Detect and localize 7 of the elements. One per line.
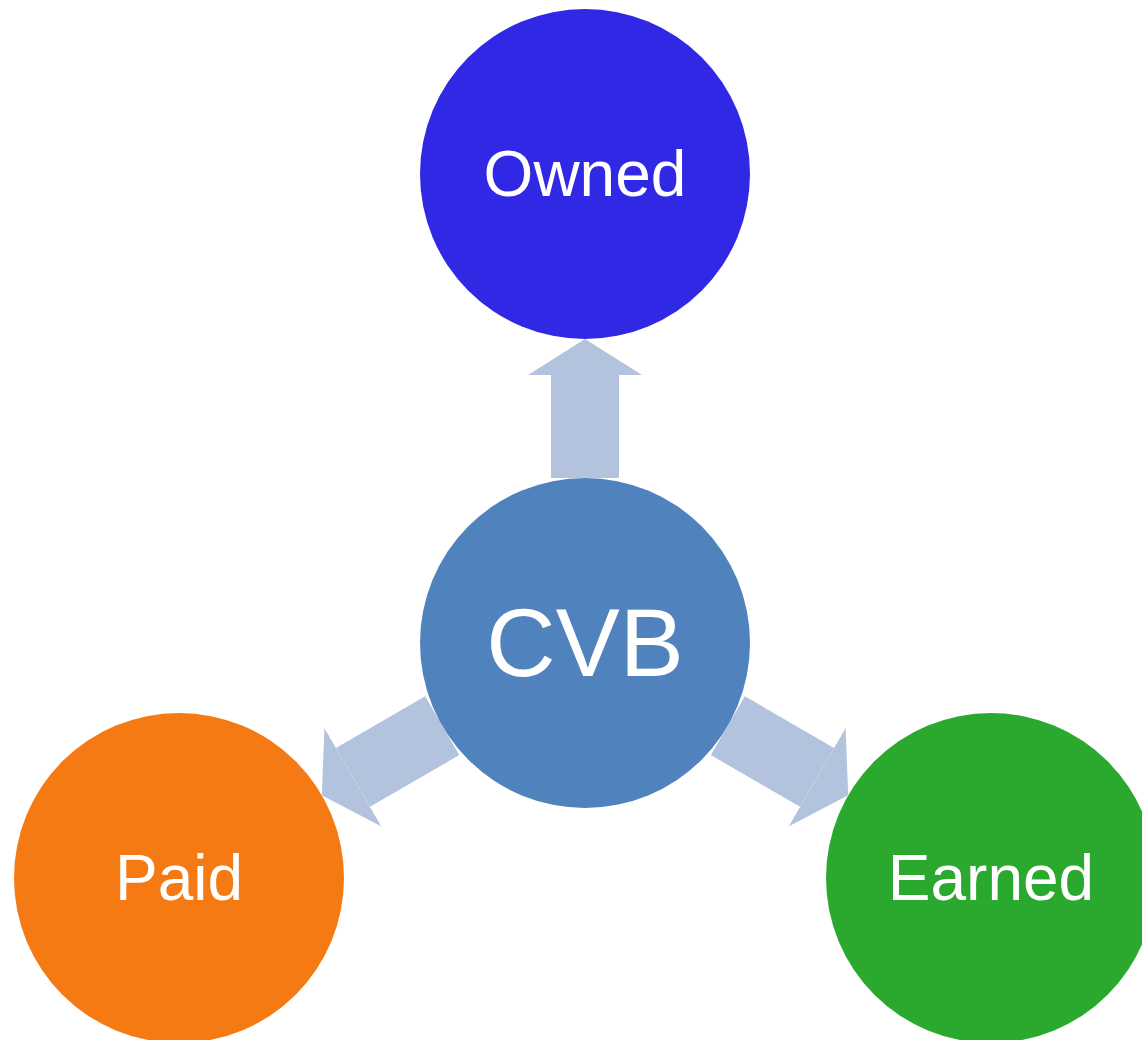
block-arrow [710,696,849,827]
node-label: Paid [114,841,244,915]
node-label: CVB [486,588,684,698]
node-label: Owned [483,137,687,211]
block-arrow [321,696,460,827]
node-label: Earned [887,841,1095,915]
block-arrow [528,339,642,478]
